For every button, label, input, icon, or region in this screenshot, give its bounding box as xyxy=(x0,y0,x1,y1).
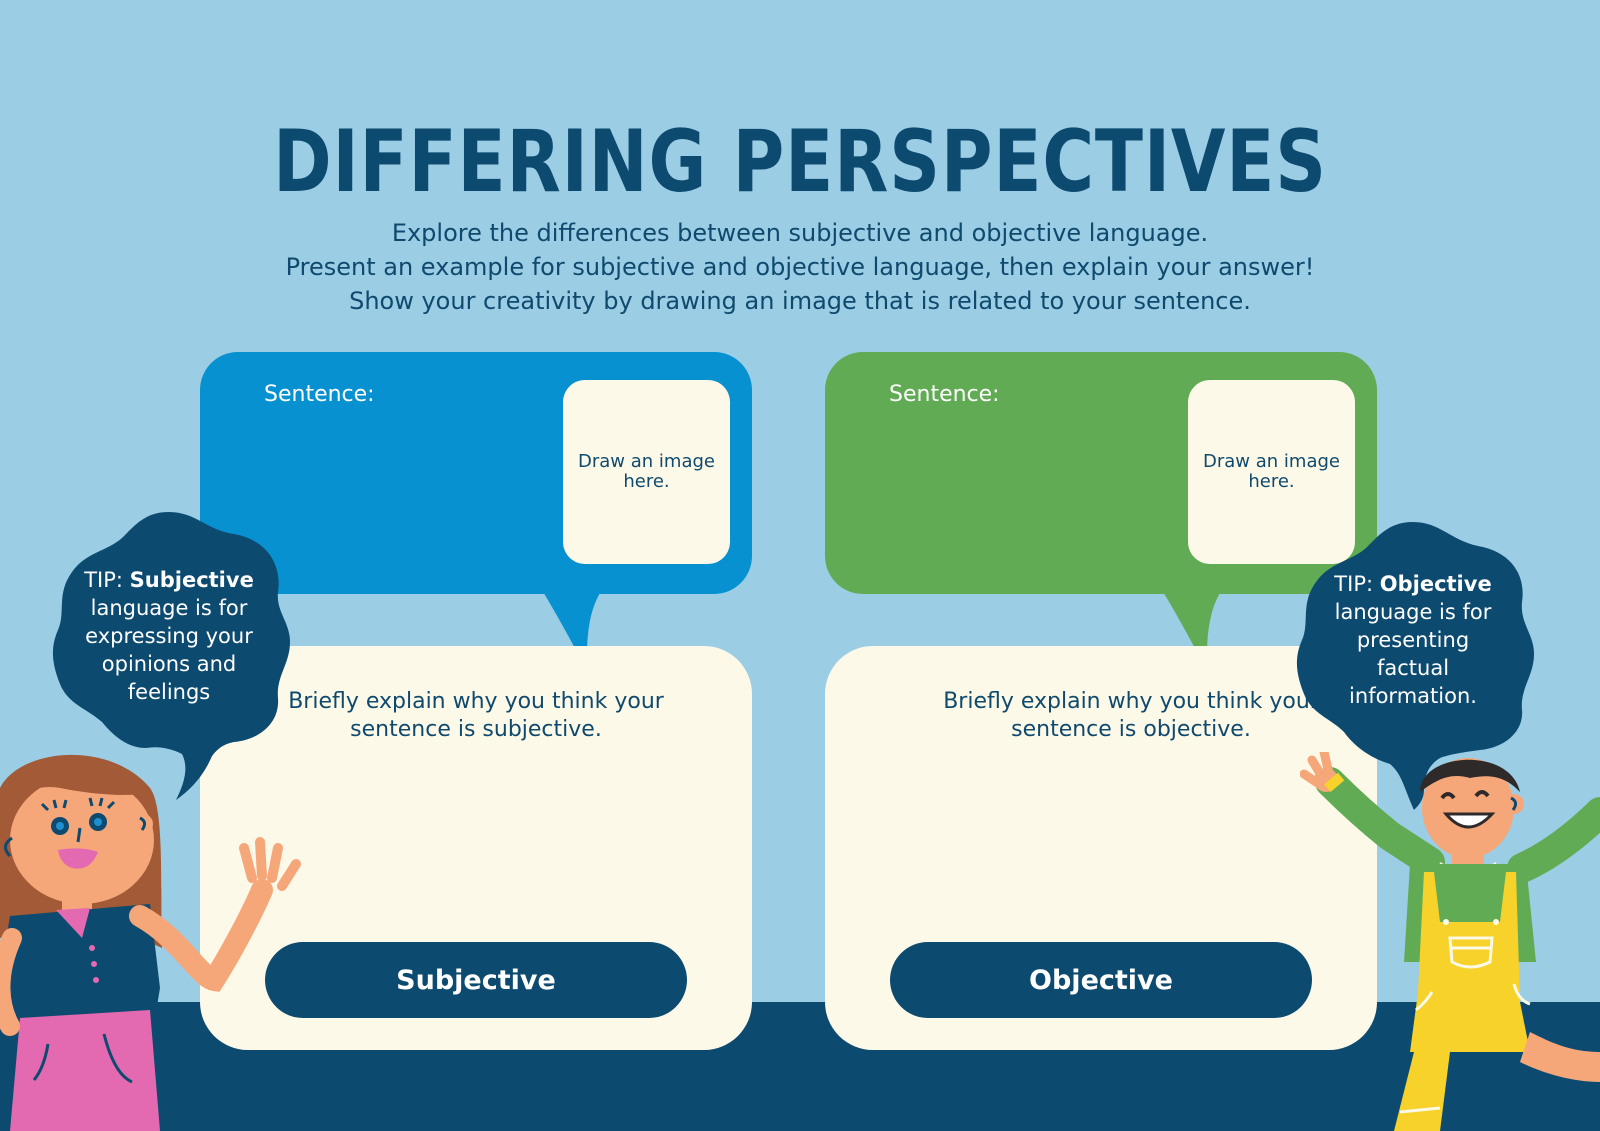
objective-tip-bubble: TIP: Objective language is for presentin… xyxy=(1290,518,1536,814)
tip-bubble-shape xyxy=(52,512,291,800)
explain-prompt: Briefly explain why you think your sente… xyxy=(943,689,1319,742)
objective-speech-tail xyxy=(1162,590,1222,657)
tip-text: TIP: Subjective language is for expressi… xyxy=(46,566,292,706)
objective-explain-box[interactable]: Briefly explain why you think your sente… xyxy=(825,646,1377,1050)
subjective-explain-box[interactable]: Briefly explain why you think your sente… xyxy=(200,646,752,1050)
intro-line-3: Show your creativity by drawing an image… xyxy=(349,287,1251,315)
intro-text: Explore the differences between subjecti… xyxy=(0,216,1600,318)
tip-keyword: Objective xyxy=(1379,572,1492,596)
tip-prefix: TIP: xyxy=(1334,572,1374,596)
tip-bubble-shape xyxy=(1296,522,1534,810)
tip-keyword: Subjective xyxy=(129,568,254,592)
sentence-label: Sentence: xyxy=(889,382,1000,407)
tip-text: TIP: Objective language is for presentin… xyxy=(1290,570,1536,710)
subjective-speech-tail xyxy=(542,590,602,657)
objective-draw-area[interactable]: Draw an image here. xyxy=(1188,380,1355,564)
intro-line-2: Present an example for subjective and ob… xyxy=(285,253,1315,281)
tip-prefix: TIP: xyxy=(84,568,123,592)
intro-line-1: Explore the differences between subjecti… xyxy=(391,219,1209,247)
girl-illustration xyxy=(0,754,301,1131)
subjective-sentence-box[interactable]: Sentence: Draw an image here. xyxy=(200,352,752,594)
subjective-tip-bubble: TIP: Subjective language is for expressi… xyxy=(46,508,292,808)
tip-rest: language is for expressing your opinions… xyxy=(85,596,253,704)
page-title: DIFFERING PERSPECTIVES xyxy=(273,112,1327,212)
objective-label-pill: Objective xyxy=(890,942,1312,1018)
sentence-label: Sentence: xyxy=(264,382,375,407)
tip-rest: language is for presenting factual infor… xyxy=(1334,600,1492,708)
draw-prompt: Draw an image here. xyxy=(1203,451,1340,492)
boy-illustration xyxy=(1300,752,1600,1131)
explain-prompt: Briefly explain why you think your sente… xyxy=(288,689,664,742)
subjective-draw-area[interactable]: Draw an image here. xyxy=(563,380,730,564)
objective-sentence-box[interactable]: Sentence: Draw an image here. xyxy=(825,352,1377,594)
subjective-label-pill: Subjective xyxy=(265,942,687,1018)
draw-prompt: Draw an image here. xyxy=(578,451,715,492)
